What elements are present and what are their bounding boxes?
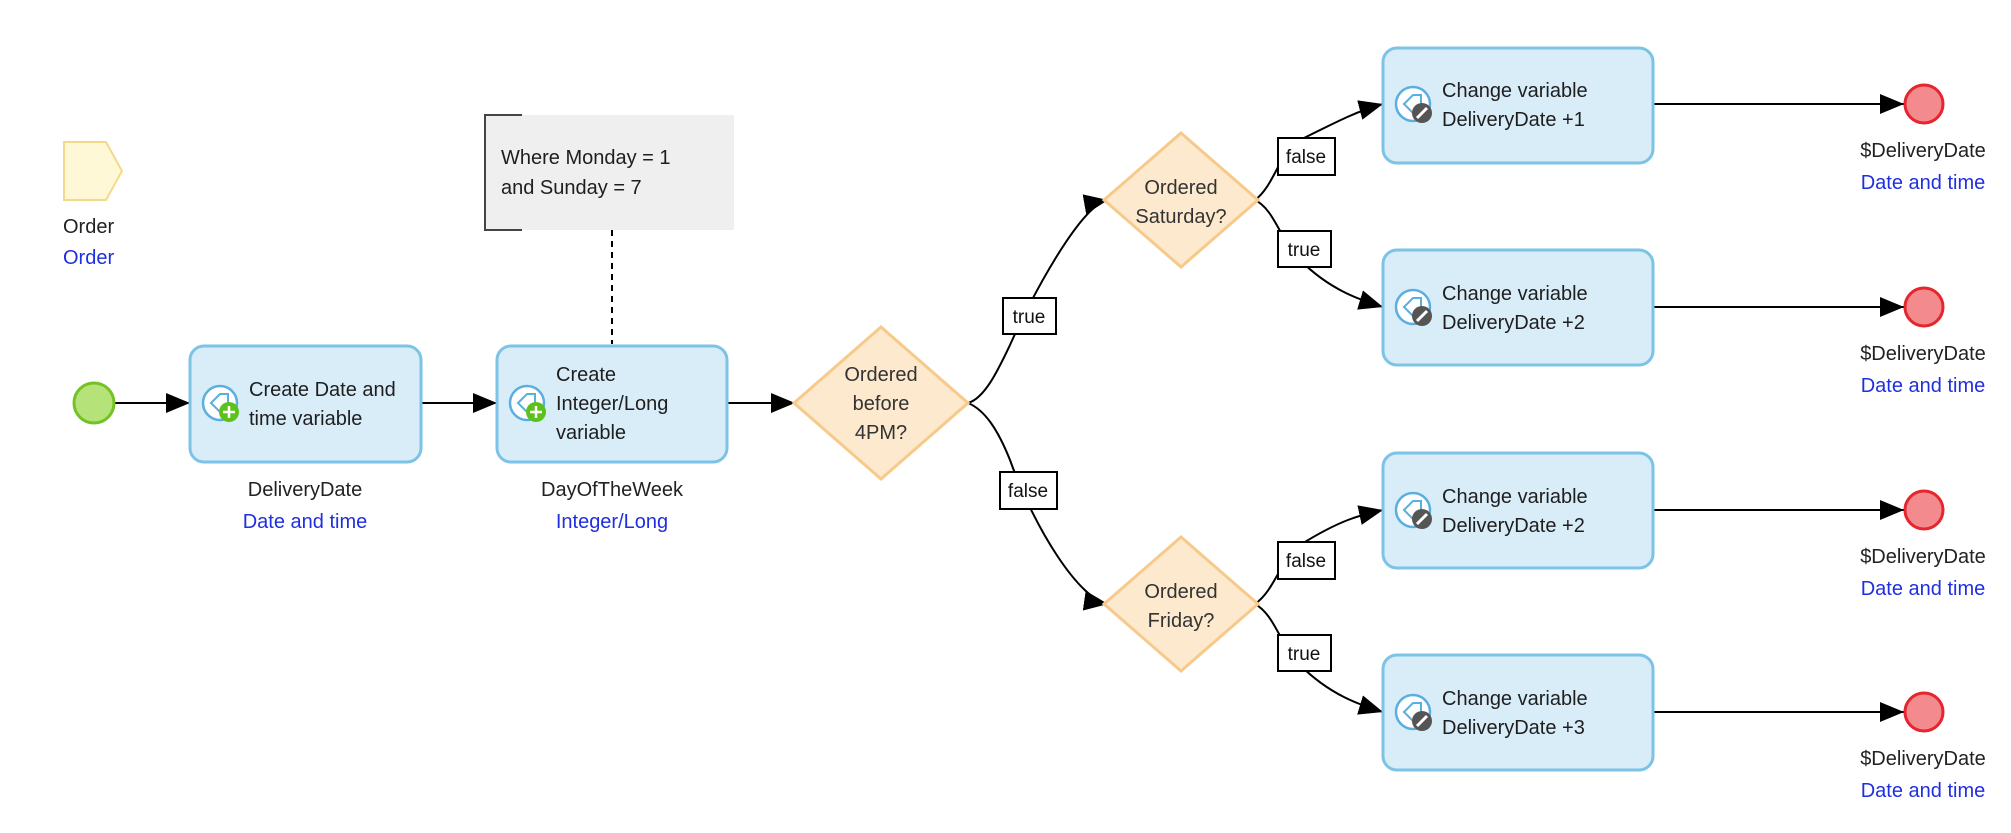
- activity-box: [1381, 248, 1655, 367]
- activity-line-1: Change variable: [1442, 80, 1588, 102]
- condition-label: true: [1013, 307, 1046, 328]
- parameter-name: Order: [63, 216, 114, 238]
- condition-true-before-4pm[interactable]: true: [1002, 297, 1057, 335]
- activity-line-1: Change variable: [1442, 688, 1588, 710]
- create-variable-icon: [201, 384, 239, 422]
- condition-true-friday[interactable]: true: [1277, 634, 1332, 672]
- end-event-circle: [1903, 83, 1945, 125]
- end-event-type: Date and time: [1861, 578, 1986, 600]
- variable-name: DayOfTheWeek: [541, 479, 684, 501]
- activity-change-variable-4[interactable]: Change variable DeliveryDate +3: [1381, 653, 1655, 772]
- annotation-bracket: [484, 114, 522, 231]
- end-event-value: $DeliveryDate: [1860, 140, 1986, 162]
- variable-name: DeliveryDate: [248, 479, 362, 501]
- end-event-2[interactable]: $DeliveryDate Date and time: [1860, 286, 1986, 397]
- activity-line-1: Create: [556, 364, 616, 386]
- condition-label: true: [1288, 644, 1321, 665]
- start-event[interactable]: [72, 381, 116, 425]
- decision-diamond: [791, 325, 971, 481]
- condition-label: true: [1288, 240, 1321, 261]
- activity-line-3: variable: [556, 422, 626, 444]
- create-variable-icon: [508, 384, 546, 422]
- condition-false-before-4pm[interactable]: false: [999, 471, 1058, 510]
- change-variable-icon: [1394, 85, 1432, 123]
- decision-line-1: Ordered: [1144, 177, 1217, 199]
- end-event-circle: [1903, 489, 1945, 531]
- end-event-circle: [1903, 691, 1945, 733]
- end-event-1[interactable]: $DeliveryDate Date and time: [1860, 83, 1986, 194]
- decision-ordered-friday[interactable]: Ordered Friday?: [1101, 535, 1261, 673]
- end-event-type: Date and time: [1861, 780, 1986, 802]
- end-event-value: $DeliveryDate: [1860, 343, 1986, 365]
- activity-line-2: DeliveryDate +3: [1442, 717, 1585, 739]
- decision-ordered-before-4pm[interactable]: Ordered before 4PM?: [791, 325, 971, 481]
- annotation[interactable]: Where Monday = 1 and Sunday = 7: [484, 114, 734, 231]
- decision-diamond: [1101, 131, 1261, 269]
- end-event-value: $DeliveryDate: [1860, 748, 1986, 770]
- change-variable-icon: [1394, 491, 1432, 529]
- condition-label: false: [1008, 481, 1048, 502]
- activity-box: [1381, 653, 1655, 772]
- sequence-flows: [115, 94, 1904, 722]
- activity-line-2: time variable: [249, 408, 362, 430]
- end-event-type: Date and time: [1861, 375, 1986, 397]
- decision-line-2: Saturday?: [1135, 206, 1226, 228]
- parameter-order[interactable]: Order Order: [63, 141, 124, 269]
- decision-line-1: Ordered: [1144, 581, 1217, 603]
- change-variable-icon: [1394, 288, 1432, 326]
- activity-box: [1381, 451, 1655, 570]
- activity-line-1: Create Date and: [249, 379, 396, 401]
- annotation-line-2: and Sunday = 7: [501, 177, 642, 199]
- decision-line-2: Friday?: [1148, 610, 1215, 632]
- condition-false-saturday[interactable]: false: [1277, 137, 1336, 176]
- decision-diamond: [1101, 535, 1261, 673]
- activity-line-2: Integer/Long: [556, 393, 668, 415]
- activity-line-2: DeliveryDate +2: [1442, 515, 1585, 537]
- condition-label: false: [1286, 551, 1326, 572]
- annotation-box: [485, 115, 734, 230]
- parameter-type: Order: [63, 247, 114, 269]
- decision-line-3: 4PM?: [855, 422, 907, 444]
- end-event-circle: [1903, 286, 1945, 328]
- condition-true-saturday[interactable]: true: [1277, 230, 1332, 268]
- activity-box: [188, 344, 423, 464]
- activity-line-2: DeliveryDate +1: [1442, 109, 1585, 131]
- change-variable-icon: [1394, 693, 1432, 731]
- parameter-icon: [63, 141, 124, 201]
- end-event-value: $DeliveryDate: [1860, 546, 1986, 568]
- activity-line-2: DeliveryDate +2: [1442, 312, 1585, 334]
- annotation-line-1: Where Monday = 1: [501, 147, 671, 169]
- condition-label: false: [1286, 147, 1326, 168]
- decision-line-2: before: [853, 393, 910, 415]
- activity-change-variable-2[interactable]: Change variable DeliveryDate +2: [1381, 248, 1655, 367]
- variable-type: Integer/Long: [556, 511, 668, 533]
- activity-change-variable-3[interactable]: Change variable DeliveryDate +2: [1381, 451, 1655, 570]
- activity-line-1: Change variable: [1442, 283, 1588, 305]
- activity-change-variable-1[interactable]: Change variable DeliveryDate +1: [1381, 46, 1655, 165]
- decision-line-1: Ordered: [844, 364, 917, 386]
- activity-box: [1381, 46, 1655, 165]
- activity-create-date-variable[interactable]: Create Date and time variable: [188, 344, 423, 464]
- end-event-4[interactable]: $DeliveryDate Date and time: [1860, 691, 1986, 802]
- activity-create-integer-variable[interactable]: Create Integer/Long variable: [495, 344, 729, 464]
- decision-ordered-saturday[interactable]: Ordered Saturday?: [1101, 131, 1261, 269]
- end-event-type: Date and time: [1861, 172, 1986, 194]
- condition-false-friday[interactable]: false: [1277, 541, 1336, 580]
- activity-line-1: Change variable: [1442, 486, 1588, 508]
- end-event-3[interactable]: $DeliveryDate Date and time: [1860, 489, 1986, 600]
- variable-type: Date and time: [243, 511, 368, 533]
- activity-box: [495, 344, 729, 464]
